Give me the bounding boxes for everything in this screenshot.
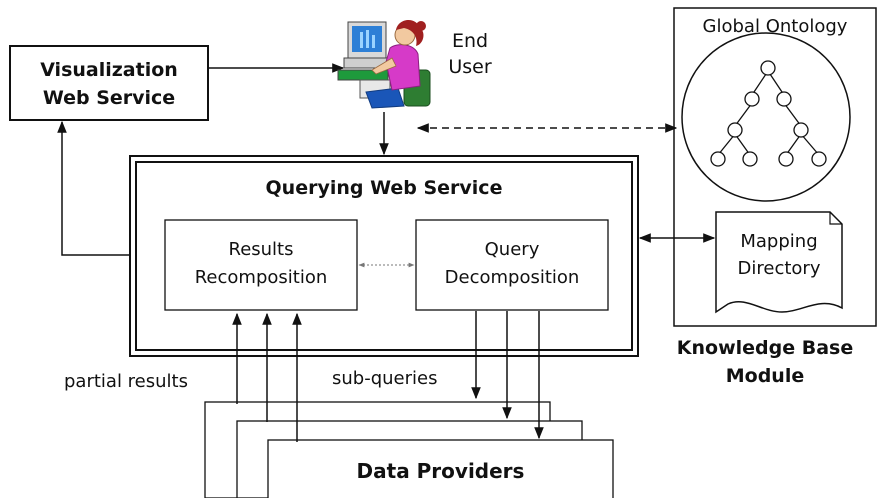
knowledge-base-line1: Knowledge Base xyxy=(676,337,854,359)
data-providers-label: Data Providers xyxy=(356,459,525,483)
global-ontology-title: Global Ontology xyxy=(702,16,848,37)
knowledge-base-line2: Module xyxy=(725,365,805,387)
mapping-directory-line2: Directory xyxy=(737,258,821,279)
end-user-line1: End xyxy=(451,30,489,52)
visualization-service-line1: Visualization xyxy=(40,59,178,81)
partial-results-label: partial results xyxy=(64,371,188,392)
mapping-directory-shape xyxy=(715,211,843,314)
visualization-service-box xyxy=(9,45,209,121)
querying-service-title: Querying Web Service xyxy=(265,177,503,199)
visualization-service-line2: Web Service xyxy=(42,87,176,109)
results-recomposition-label: Results Recomposition xyxy=(165,236,357,292)
end-user-label: End User xyxy=(440,28,500,80)
ontology-icon xyxy=(681,32,851,202)
visualization-service-label: Visualization Web Service xyxy=(10,56,208,112)
query-decomposition-label: Query Decomposition xyxy=(416,236,608,292)
query-decomposition-box xyxy=(415,219,609,311)
results-recomposition-box xyxy=(164,219,358,311)
end-user-icon xyxy=(337,19,431,109)
sub-queries-label: sub-queries xyxy=(332,368,438,389)
arrow-querying-to-visualization xyxy=(57,120,130,256)
end-user-line2: User xyxy=(448,56,492,78)
query-decomposition-line2: Decomposition xyxy=(444,267,580,288)
mapping-directory-line1: Mapping xyxy=(740,231,818,252)
results-recomposition-line2: Recomposition xyxy=(194,267,328,288)
data-provider-box-3 xyxy=(267,439,614,498)
knowledge-base-label: Knowledge Base Module xyxy=(650,334,880,390)
mapping-directory-label: Mapping Directory xyxy=(716,228,842,282)
results-recomposition-line1: Results xyxy=(228,239,294,260)
query-decomposition-line1: Query xyxy=(484,239,540,260)
